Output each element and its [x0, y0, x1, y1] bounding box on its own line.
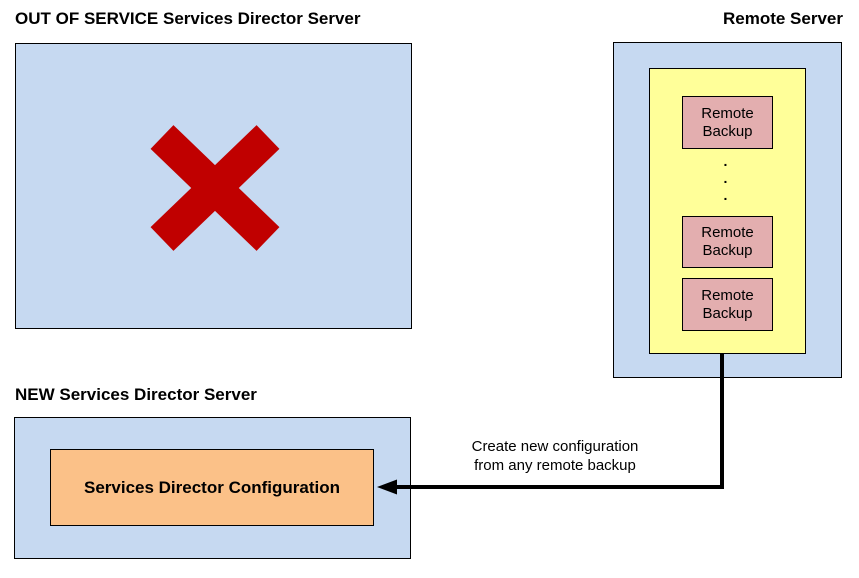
ellipsis-dot: . — [723, 187, 728, 203]
arrow-label-line1: Create new configuration — [471, 438, 639, 455]
ellipsis-dot: . — [723, 170, 728, 186]
out-of-service-server-box — [15, 43, 412, 329]
new-server-box: Services Director Configuration — [14, 417, 411, 559]
remote-backup-item: Remote Backup — [682, 278, 773, 331]
arrow-label: Create new configuration from any remote… — [440, 437, 670, 475]
ellipsis-dots: . . . — [650, 153, 801, 204]
remote-server-title: Remote Server — [722, 9, 843, 28]
remote-backup-item: Remote Backup — [682, 96, 773, 149]
ellipsis-dot: . — [723, 153, 728, 169]
remote-server-box: Remote Backup . . . Remote Backup Remote… — [613, 42, 842, 378]
out-of-service-server-title: OUT OF SERVICE Services Director Server — [15, 9, 361, 28]
arrow-label-line2: from any remote backup — [474, 457, 636, 474]
new-server-title: NEW Services Director Server — [15, 385, 257, 404]
backup-store-box: Remote Backup . . . Remote Backup Remote… — [649, 68, 806, 354]
remote-backup-item: Remote Backup — [682, 216, 773, 268]
services-director-configuration-box: Services Director Configuration — [50, 449, 374, 526]
red-cross-icon — [150, 125, 280, 251]
